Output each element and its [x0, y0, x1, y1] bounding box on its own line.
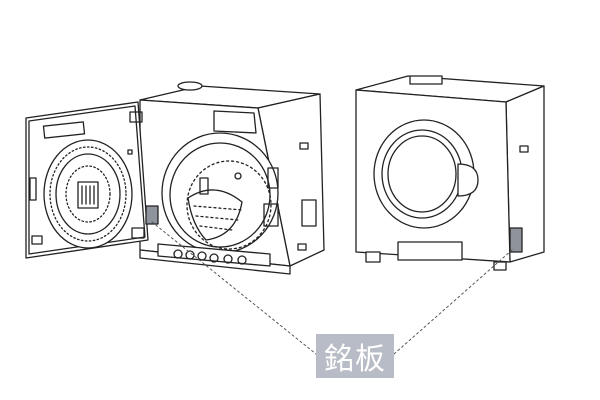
nameplate-left-unit	[145, 205, 159, 225]
bottom-panel	[397, 241, 463, 261]
open-door	[25, 101, 149, 259]
drum-opening	[161, 132, 317, 254]
nameplate-right-unit	[509, 227, 523, 253]
leader-lines	[151, 221, 513, 355]
leader-line-right	[393, 249, 513, 355]
control-strip	[157, 243, 271, 267]
leader-line-left	[151, 221, 317, 355]
dryer-open-door-view	[25, 81, 325, 275]
dryer-closed-front-view	[355, 75, 545, 271]
nameplate-callout-label: 銘板	[316, 334, 394, 378]
